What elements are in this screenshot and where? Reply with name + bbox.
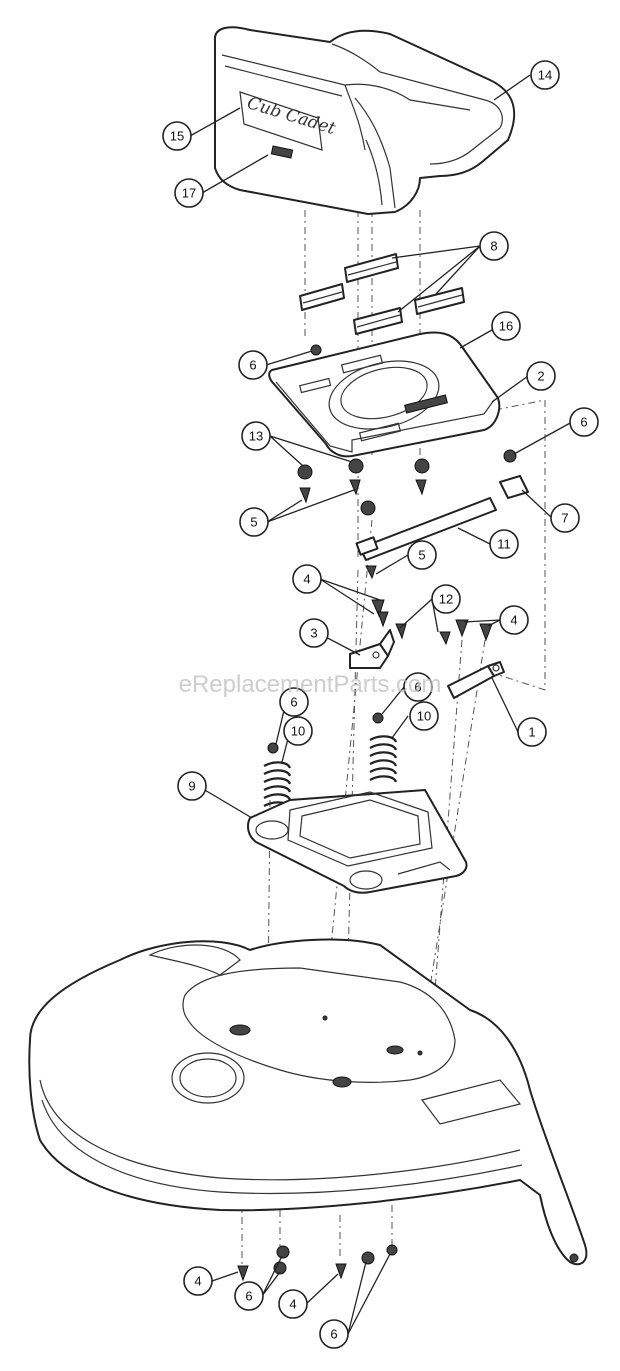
callout-12: 12: [431, 584, 461, 614]
svg-text:15: 15: [170, 129, 184, 144]
svg-text:4: 4: [289, 1297, 296, 1312]
callout-11: 11: [489, 529, 519, 559]
fender-part: [28, 938, 588, 1266]
svg-text:3: 3: [310, 626, 317, 641]
callout-4-bottom-left: 4: [183, 1266, 213, 1296]
callout-17: 17: [174, 178, 204, 208]
callout-10-right: 10: [409, 701, 439, 731]
callout-6-spring-right: 6: [403, 672, 433, 702]
svg-text:4: 4: [303, 572, 310, 587]
callouts: 14 15 17 8 16 6 2 6 13 7 5 11 5 4 12 3 4…: [162, 60, 599, 1349]
fasteners: [267, 344, 517, 754]
callout-14: 14: [530, 60, 560, 90]
svg-text:4: 4: [194, 1274, 201, 1289]
svg-text:10: 10: [291, 724, 305, 739]
spring-base-part: [247, 789, 468, 894]
callout-3: 3: [299, 618, 329, 648]
svg-text:4: 4: [510, 613, 517, 628]
callout-6-seat-pan-left: 6: [238, 350, 268, 380]
callout-9: 9: [177, 771, 207, 801]
callout-16: 16: [491, 311, 521, 341]
seat-pan-part: [268, 331, 501, 458]
bracket-3-part: [349, 629, 395, 669]
svg-text:5: 5: [418, 548, 425, 563]
callout-8: 8: [479, 231, 509, 261]
seat-rails-part: [299, 253, 465, 335]
springs-part: [263, 735, 398, 809]
callout-6-spring-left: 6: [279, 687, 309, 717]
callout-4-bottom-center: 4: [278, 1289, 308, 1319]
callout-2: 2: [526, 361, 556, 391]
rail-bracket-part: [355, 475, 529, 561]
callout-7: 7: [550, 503, 580, 533]
svg-text:14: 14: [538, 68, 552, 83]
svg-text:6: 6: [414, 680, 421, 695]
svg-text:6: 6: [290, 695, 297, 710]
svg-text:1: 1: [528, 725, 535, 740]
callout-5-upper: 5: [239, 507, 269, 537]
svg-text:11: 11: [497, 537, 511, 552]
callout-15: 15: [162, 121, 192, 151]
watermark-text: eReplacementParts.com: [179, 671, 442, 698]
svg-text:17: 17: [182, 186, 196, 201]
callout-6-bottom-left: 6: [234, 1281, 264, 1311]
bracket-1-part: [447, 661, 505, 699]
svg-text:6: 6: [249, 358, 256, 373]
svg-text:10: 10: [417, 709, 431, 724]
callout-4-upper-right: 4: [499, 605, 529, 635]
seat-part: Cub Cadet: [214, 26, 516, 215]
svg-text:9: 9: [188, 779, 195, 794]
bottom-fasteners: [237, 1244, 398, 1282]
svg-text:12: 12: [439, 592, 453, 607]
svg-text:6: 6: [330, 1327, 337, 1342]
callout-5-lower: 5: [407, 540, 437, 570]
callout-1: 1: [517, 717, 547, 747]
callout-10-left: 10: [283, 716, 313, 746]
svg-text:2: 2: [537, 369, 544, 384]
svg-text:13: 13: [249, 429, 263, 444]
callout-13: 13: [241, 421, 271, 451]
svg-text:6: 6: [580, 415, 587, 430]
svg-text:16: 16: [499, 319, 513, 334]
callout-6-bottom-right: 6: [319, 1319, 349, 1349]
svg-text:5: 5: [250, 515, 257, 530]
callout-4-upper-left: 4: [292, 564, 322, 594]
svg-text:7: 7: [561, 511, 568, 526]
svg-text:6: 6: [245, 1289, 252, 1304]
callout-6-seat-pan-right: 6: [569, 407, 599, 437]
svg-text:8: 8: [490, 239, 497, 254]
leader-lines: [189, 74, 573, 1335]
